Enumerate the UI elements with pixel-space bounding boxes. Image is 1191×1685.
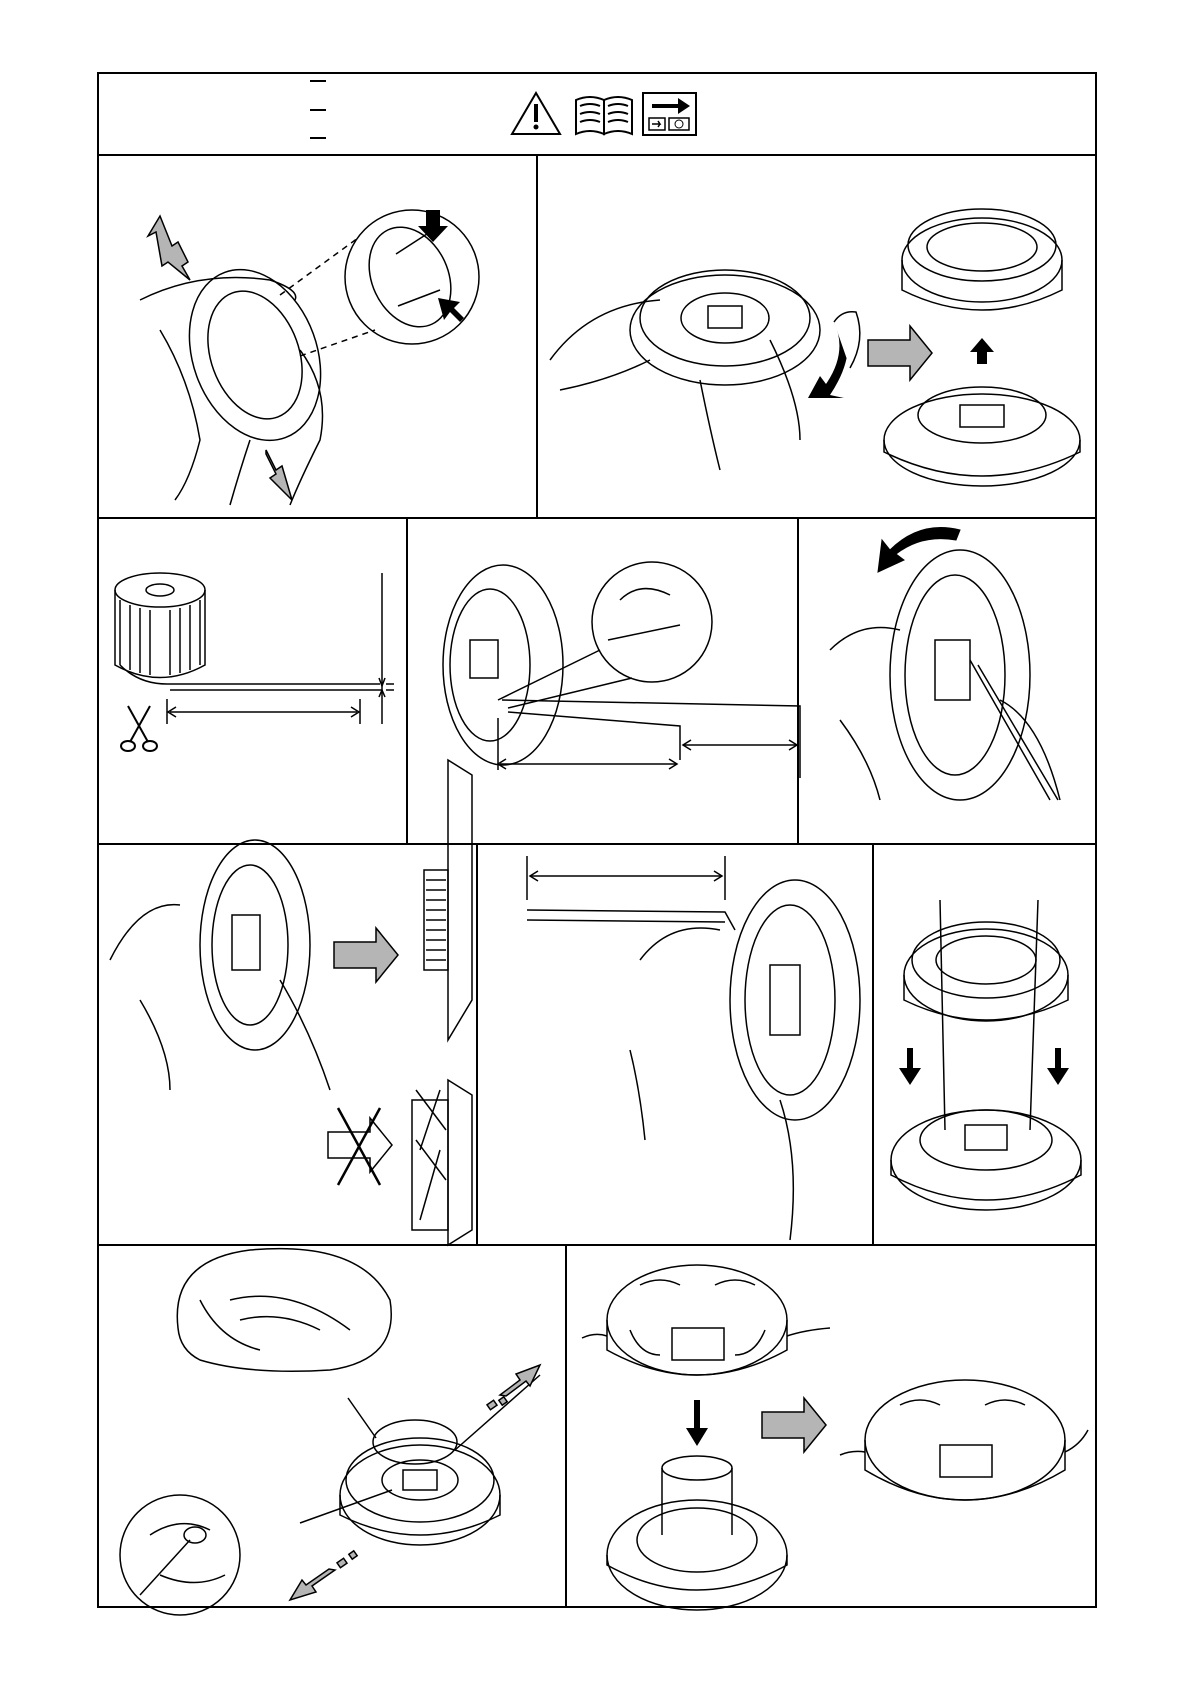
step-separate-spool xyxy=(550,209,1080,486)
reassemble-next-step-arrow-icon xyxy=(762,1398,826,1452)
pull-arrow-icon xyxy=(290,1365,540,1600)
down-arrow-icon xyxy=(899,1048,1069,1085)
open-manual-icon xyxy=(576,97,632,134)
next-step-arrow-icon xyxy=(868,326,932,380)
warning-triangle-icon xyxy=(512,93,560,134)
wind-rotate-arrow-icon xyxy=(878,528,960,573)
step-reassemble xyxy=(582,1265,1088,1610)
step-secure-ends xyxy=(527,856,860,1240)
refer-to-section-icon xyxy=(643,93,696,135)
step-pull-lines xyxy=(120,1249,540,1615)
correct-arrow-icon xyxy=(334,928,398,982)
reassemble-down-arrow-icon xyxy=(686,1400,708,1446)
pull-apart-arrow-icon xyxy=(148,216,292,500)
step-cut-line xyxy=(115,573,394,724)
scissors-icon xyxy=(121,706,157,751)
step-check-winding xyxy=(110,760,472,1245)
step-hook-line xyxy=(443,562,800,778)
lift-up-arrow-icon xyxy=(970,338,994,364)
header-tick-marks xyxy=(310,81,326,138)
wrong-cross-icon xyxy=(328,1108,392,1185)
step-thread-housing xyxy=(891,900,1081,1210)
step-open-head xyxy=(140,210,479,505)
panel-frame xyxy=(98,73,1096,1607)
rotate-arrow-icon xyxy=(808,312,860,398)
step-wind-line xyxy=(830,550,1060,800)
